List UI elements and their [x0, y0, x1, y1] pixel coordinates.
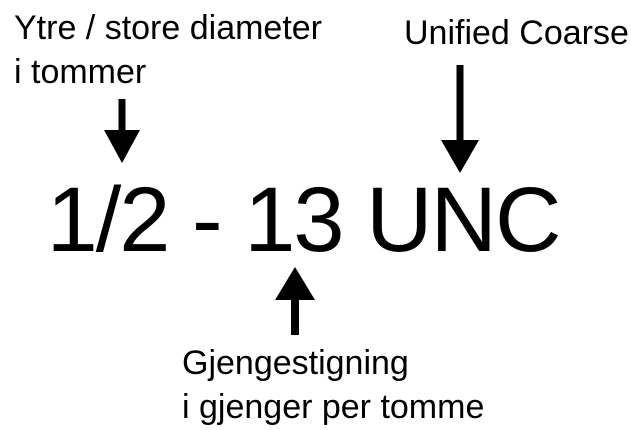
series-label: Unified Coarse: [404, 11, 629, 55]
up-arrow-icon: [275, 267, 315, 335]
pitch-label: Gjengestigning i gjenger per tomme: [182, 341, 484, 429]
down-arrow-icon: [441, 65, 479, 173]
diameter-label-line2: i tommer: [14, 53, 147, 91]
series-label-text: Unified Coarse: [404, 14, 629, 52]
pitch-label-line2: i gjenger per tomme: [182, 388, 485, 426]
down-arrow-icon: [104, 99, 140, 163]
pitch-label-line1: Gjengestigning: [182, 344, 409, 382]
diameter-label: Ytre / store diameter i tommer: [14, 6, 322, 94]
thread-designation-text: 1/2 - 13 UNC: [46, 169, 562, 271]
diameter-label-line1: Ytre / store diameter: [14, 9, 323, 47]
